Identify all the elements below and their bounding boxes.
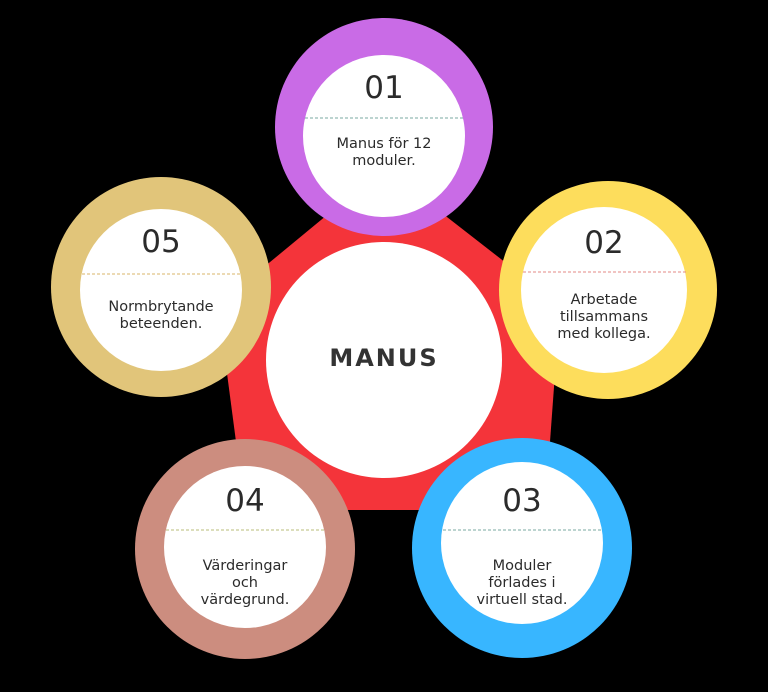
node-04-disc [164, 466, 326, 628]
center-circle [266, 242, 502, 478]
node-02-number: 02 [584, 225, 624, 261]
node-05-shape [51, 177, 271, 397]
node-05-disc [80, 209, 242, 371]
node-01-number: 01 [364, 70, 404, 106]
node-02-text: Arbetade tillsammans med kollega. [557, 292, 651, 342]
node-04-number: 04 [225, 483, 265, 519]
node-02-disc [521, 207, 687, 373]
node-03-number: 03 [502, 483, 542, 519]
node-03-disc [441, 462, 603, 624]
node-05-text: Normbrytande beteenden. [108, 299, 214, 332]
center-label: MANUS [329, 344, 439, 372]
node-03-shape [412, 438, 632, 658]
node-01-text: Manus för 12 moduler. [336, 136, 432, 169]
node-04-shape [135, 439, 355, 659]
node-03-text: Moduler förlades i virtuell stad. [476, 558, 568, 608]
node-05-number: 05 [141, 224, 181, 260]
node-01-disc [303, 55, 465, 217]
node-04-text: Värderingar och värdegrund. [200, 558, 290, 608]
node-02-shape [499, 181, 717, 399]
node-01-shape [275, 18, 493, 236]
